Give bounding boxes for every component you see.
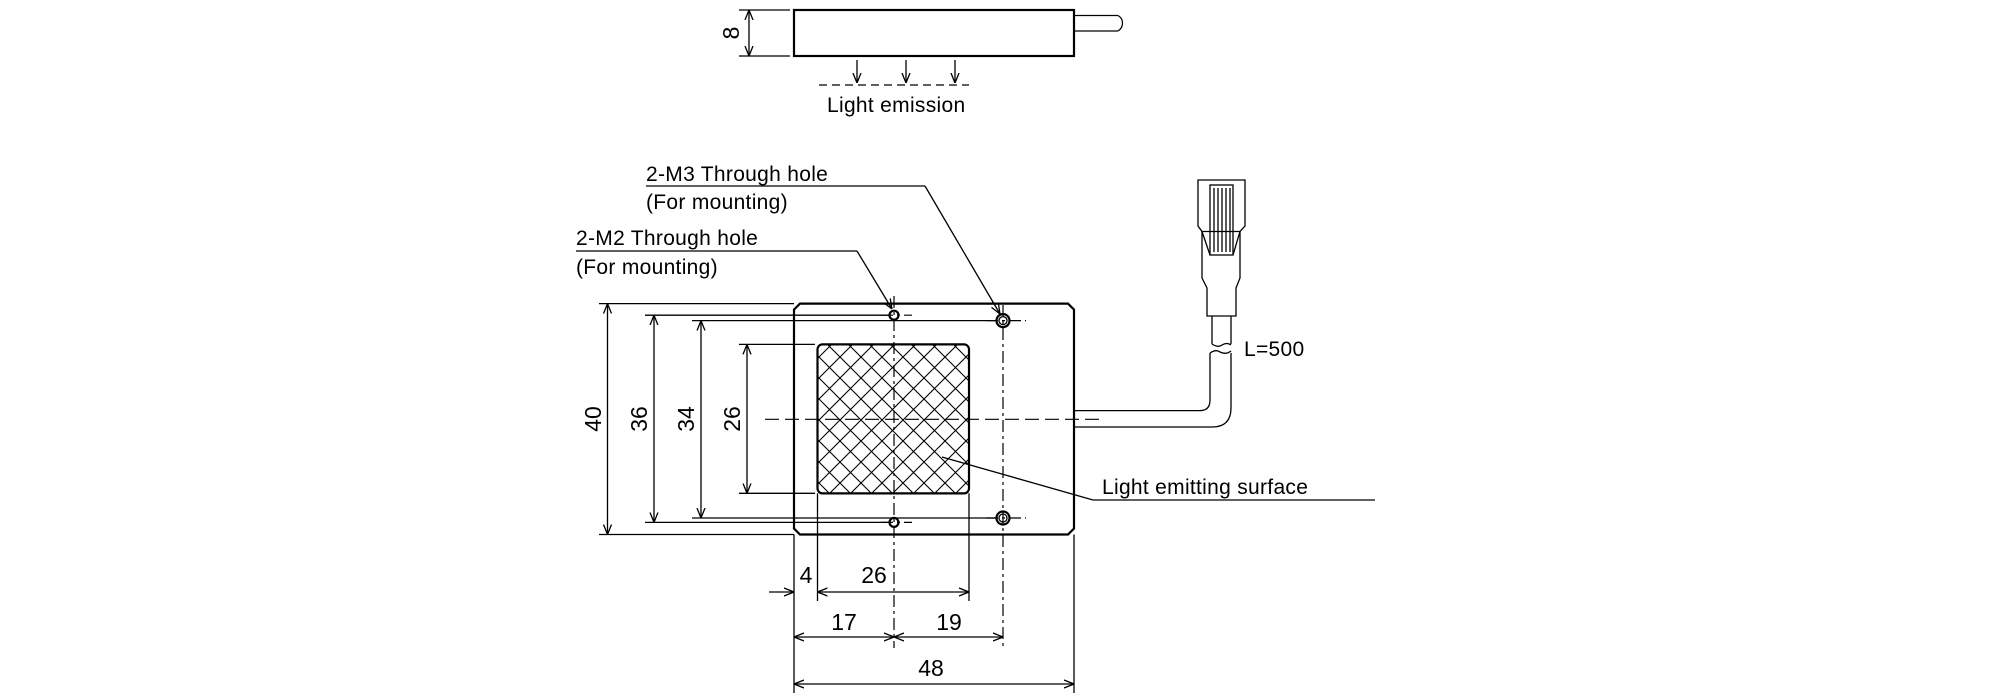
light-emission-label: Light emission xyxy=(827,94,965,117)
dim-34: 34 xyxy=(673,406,699,432)
height-dimension: 8 xyxy=(718,9,790,57)
m2-hole xyxy=(888,309,900,321)
height-dim-label: 8 xyxy=(718,27,744,40)
horizontal-dimensions: 4 26 17 19 48 xyxy=(769,493,1075,693)
dim-26-horizontal: 26 xyxy=(861,562,887,588)
dim-4: 4 xyxy=(800,562,813,588)
dim-40: 40 xyxy=(580,406,606,432)
m3-hole xyxy=(995,313,1011,329)
emission-arrows xyxy=(819,60,969,86)
surface-callout: Light emitting surface xyxy=(941,456,1375,501)
side-view: 8 Light emission xyxy=(718,8,1124,117)
side-cable xyxy=(1074,14,1124,32)
dim-26-vertical: 26 xyxy=(719,406,745,432)
dim-19: 19 xyxy=(936,609,962,635)
dim-48: 48 xyxy=(918,655,944,681)
front-view: L=500 2-M3 Through hole (For mounting) 2… xyxy=(576,163,1375,693)
side-body xyxy=(792,8,1076,58)
m2-hole-callout: 2-M2 Through hole (For mounting) xyxy=(576,227,892,309)
dim-36: 36 xyxy=(626,406,652,432)
surface-label: Light emitting surface xyxy=(1102,476,1308,499)
cable-length-label: L=500 xyxy=(1244,338,1304,361)
m3-hole xyxy=(995,510,1011,526)
m3-hole-callout: 2-M3 Through hole (For mounting) xyxy=(646,163,1000,314)
m2-hole-label: 2-M2 Through hole xyxy=(576,227,758,250)
cable xyxy=(1074,316,1232,428)
dim-17: 17 xyxy=(831,609,857,635)
m3-hole-label: 2-M3 Through hole xyxy=(646,163,828,186)
front-body xyxy=(792,302,1076,536)
vertical-dimensions: 40 36 34 26 xyxy=(580,302,996,536)
m3-hole-note: (For mounting) xyxy=(646,191,788,214)
connector-icon xyxy=(1197,179,1246,317)
m2-hole-note: (For mounting) xyxy=(576,256,718,279)
